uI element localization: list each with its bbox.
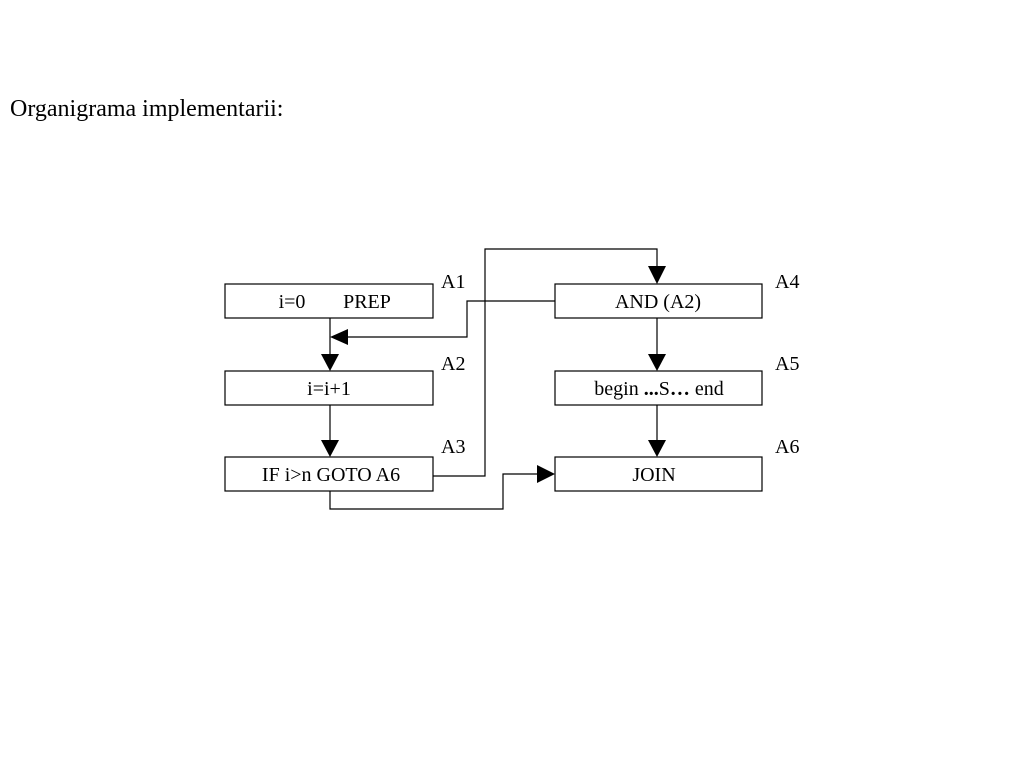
block-a3-box [224, 456, 434, 492]
arrowhead-into-a4 [648, 266, 666, 284]
arrowhead-into-a5 [648, 354, 666, 371]
connector-a4-to-a2 [348, 300, 555, 338]
arrowhead-into-a6 [537, 465, 555, 483]
arrowhead-into-a3 [321, 440, 339, 457]
block-a6-id: A6 [775, 436, 799, 458]
block-a4-label: AND (A2) [615, 291, 701, 313]
connector-a3-to-a4 [433, 248, 658, 477]
arrowhead-loop-to-a2 [330, 329, 348, 345]
block-a4-box [554, 283, 763, 319]
arrowhead-into-a2 [321, 354, 339, 371]
block-a5-label: begin ...S… end [594, 378, 723, 400]
block-a3-label: IF i>n GOTO A6 [262, 464, 400, 486]
block-a1-id: A1 [441, 271, 465, 293]
connector-a3-to-a6 [329, 473, 537, 510]
block-a5-end-text: end [690, 378, 724, 400]
block-a5-statement-text: S [659, 378, 670, 400]
block-a1-init-label: i=0 [279, 291, 306, 313]
block-a2-label: i=i+1 [307, 378, 351, 400]
block-a3-id: A3 [441, 436, 465, 458]
block-a5-begin-text: begin [594, 378, 643, 400]
block-a5-ellipsis-1: ... [644, 378, 659, 400]
arrowhead-into-a6-top [648, 440, 666, 457]
block-a6-box [554, 456, 763, 492]
block-a4-id: A4 [775, 271, 799, 293]
block-a5-ellipsis-2: … [670, 378, 690, 400]
block-a6-label: JOIN [632, 464, 675, 486]
block-a5-box [554, 370, 763, 406]
page-title: Organigrama implementarii: [10, 96, 284, 122]
block-a1-prep-label: PREP [343, 291, 391, 313]
block-a1-box [224, 283, 434, 319]
block-a5-id: A5 [775, 353, 799, 375]
block-a2-box [224, 370, 434, 406]
block-a2-id: A2 [441, 353, 465, 375]
